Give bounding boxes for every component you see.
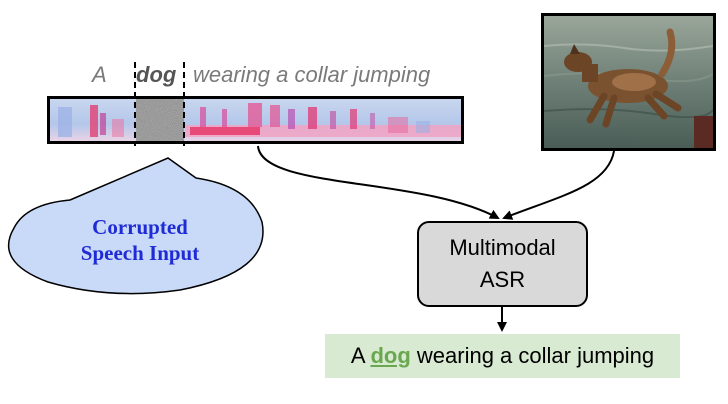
dog-image xyxy=(544,16,713,148)
output-highlight-word: dog xyxy=(370,343,411,368)
transcript-word-rest: wearing a collar jumping xyxy=(193,62,431,87)
output-suffix: wearing a collar jumping xyxy=(410,343,655,368)
callout-label: Corrupted Speech Input xyxy=(40,214,240,266)
output-prefix: A xyxy=(350,343,371,368)
transcript-word-a: A xyxy=(92,62,107,87)
callout-line2: Speech Input xyxy=(80,241,200,265)
speech-spectrogram xyxy=(47,96,464,144)
asr-output: A dog wearing a collar jumping xyxy=(325,334,680,378)
jumping-dog-photo xyxy=(541,13,716,151)
spectrogram-image xyxy=(50,99,461,141)
asr-line1: Multimodal xyxy=(449,235,556,260)
multimodal-asr-box: Multimodal ASR xyxy=(417,221,588,307)
callout-bubble xyxy=(7,157,264,295)
spectrogram-connector xyxy=(257,145,500,219)
transcript-word-masked: dog xyxy=(136,62,177,87)
photo-connector xyxy=(502,150,615,220)
transcript: A dog wearing a collar jumping xyxy=(0,62,470,92)
asr-line2: ASR xyxy=(479,267,526,292)
callout-line1: Corrupted xyxy=(92,215,188,239)
